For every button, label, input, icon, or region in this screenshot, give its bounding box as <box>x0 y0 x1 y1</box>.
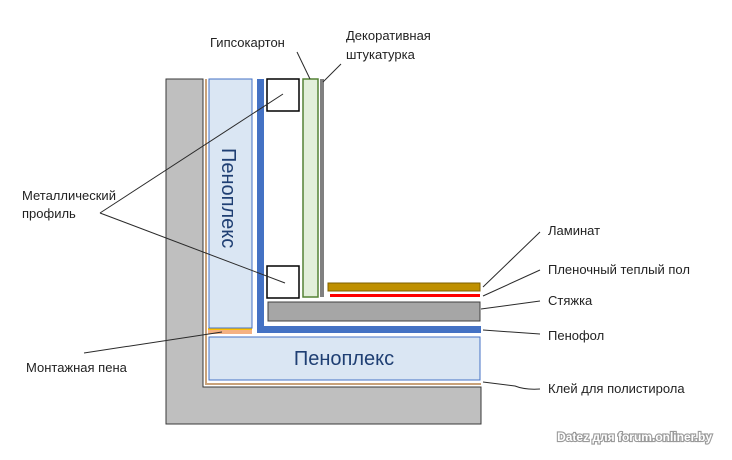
penoplex-floor-board <box>208 336 481 381</box>
label-laminate: Ламинат <box>548 223 600 238</box>
label-screed: Стяжка <box>548 293 593 308</box>
penoplex-wall-label: Пеноплекс <box>217 148 239 248</box>
leader-glue <box>482 381 541 390</box>
screed-layer <box>267 301 481 322</box>
label-profile-line2: профиль <box>22 206 76 221</box>
leader-profile-bottom <box>99 212 286 284</box>
leader-profile-top <box>99 93 284 214</box>
penoplex-wall-board <box>208 78 253 329</box>
label-gypsum: Гипсокартон <box>210 35 285 50</box>
leader-laminate <box>482 231 541 288</box>
penoplex-floor-label: Пеноплекс <box>294 348 394 370</box>
leader-film-floor <box>482 269 541 297</box>
concrete-structure <box>165 78 482 425</box>
laminate-layer <box>327 282 481 292</box>
label-plaster-line1: Декоративная <box>346 28 431 43</box>
mounting-foam-strip <box>208 330 252 334</box>
label-foam: Монтажная пена <box>26 360 128 375</box>
label-glue: Клей для полистирола <box>548 381 685 396</box>
label-profile-line1: Металлический <box>22 188 116 203</box>
glue-layer <box>205 79 481 385</box>
mounting-foam-strip-yellow <box>208 328 252 330</box>
leader-screed <box>480 300 541 310</box>
leader-gypsum <box>296 51 311 80</box>
label-film-floor: Пленочный теплый пол <box>548 262 690 277</box>
gypsum-board <box>302 78 319 298</box>
label-penofol: Пенофол <box>548 328 604 343</box>
film-floor-layer <box>330 294 480 297</box>
metal-profile-top <box>266 78 300 112</box>
decorative-plaster <box>320 79 324 297</box>
leader-plaster <box>322 63 342 83</box>
watermark: Datez для forum.onliner.by <box>557 430 712 444</box>
label-plaster-line2: штукатурка <box>346 47 416 62</box>
leader-foam <box>83 331 223 354</box>
leader-penofol <box>482 329 541 335</box>
